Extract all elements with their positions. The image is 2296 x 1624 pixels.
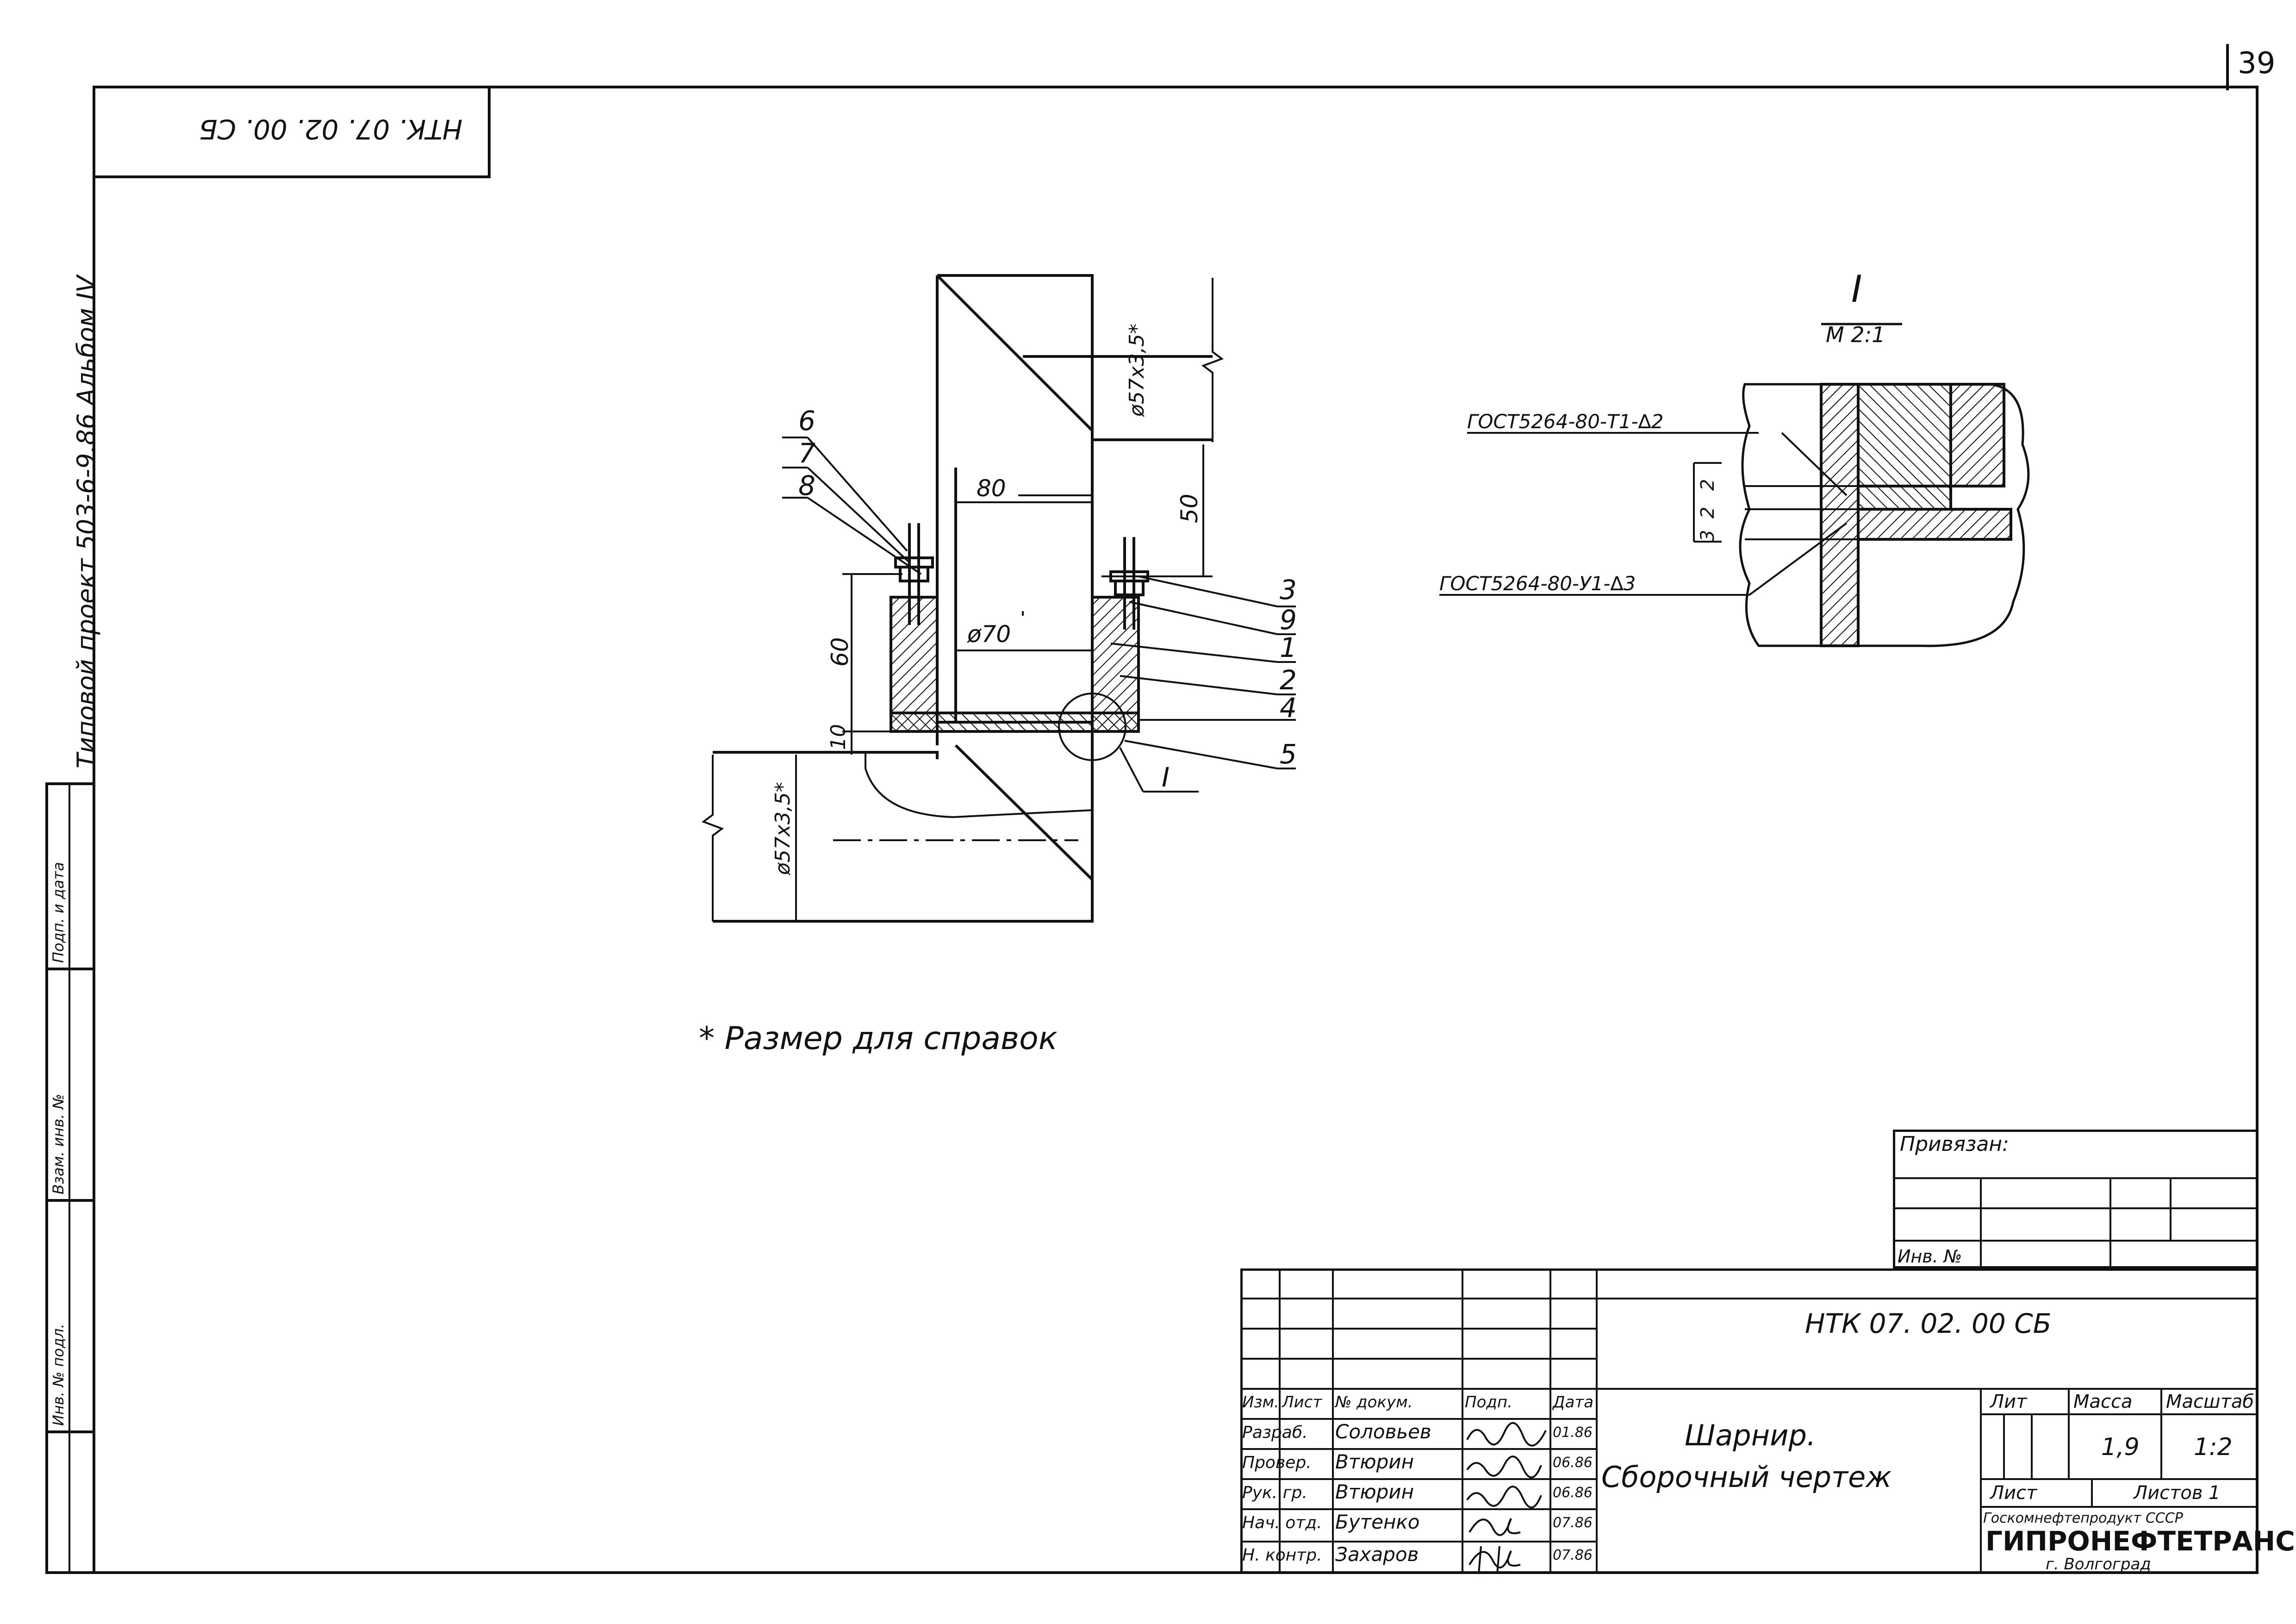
hdr-date: Дата: [1553, 1393, 1594, 1412]
hdr-list: Лист: [1282, 1393, 1322, 1412]
hdr-doc: № докум.: [1335, 1393, 1413, 1412]
sheet-label: Лист: [1990, 1482, 2037, 1504]
binding-strip-vline: [68, 782, 70, 1574]
detail-scale: М 2:1: [1826, 322, 1885, 347]
doc-number: НТК 07. 02. 00 СБ: [1805, 1308, 2052, 1339]
hdr-izm: Изм.: [1242, 1393, 1279, 1412]
row4-name: Бутенко: [1335, 1511, 1420, 1533]
doc-code-stamp-box: [93, 86, 491, 178]
org-line-3: г. Волгоград: [2046, 1555, 2151, 1574]
row1-name: Соловьев: [1335, 1420, 1431, 1443]
callout-6: 6: [798, 405, 815, 437]
title-block: [1240, 1268, 2259, 1574]
row5-role: Н. контр.: [1242, 1546, 1322, 1565]
row2-name: Втюрин: [1335, 1450, 1414, 1473]
row4-date: 07.86: [1553, 1515, 1593, 1531]
binding-box: [1893, 1130, 2259, 1268]
page-number: 39: [2238, 46, 2276, 81]
row2-role: Провер.: [1242, 1453, 1312, 1472]
mass-value: 1,9: [2101, 1433, 2140, 1461]
callout-9: 9: [1280, 604, 1297, 636]
weld-spec-2: ГОСТ5264-80-У1-∆3: [1439, 572, 1636, 595]
binding-strip-divider-3: [45, 1430, 95, 1433]
row3-role: Рук. гр.: [1242, 1483, 1307, 1502]
org-line-1: Госкомнефтепродукт СССР: [1983, 1510, 2183, 1526]
callout-2: 2: [1280, 664, 1297, 696]
detail-title: I: [1851, 268, 1862, 311]
row1-role: Разраб.: [1242, 1423, 1308, 1442]
row1-date: 01.86: [1553, 1424, 1593, 1441]
binding-title: Привязан:: [1900, 1132, 2009, 1156]
callout-1: 1: [1280, 632, 1297, 663]
callout-8: 8: [798, 470, 815, 501]
row3-date: 06.86: [1553, 1485, 1593, 1501]
binding-strip-divider-2: [45, 1199, 95, 1202]
dim-70: ø70: [967, 621, 1011, 648]
inv-label: Инв. №: [1898, 1246, 1962, 1267]
row5-date: 07.86: [1553, 1547, 1593, 1563]
callout-7: 7: [798, 437, 815, 469]
weld-spec-1: ГОСТ5264-80-Т1-∆2: [1467, 410, 1664, 433]
page-number-box: [2226, 44, 2296, 90]
binding-strip-divider-1: [45, 968, 95, 970]
product-subtitle: Сборочный чертеж: [1601, 1460, 1892, 1494]
binding-strip: [45, 782, 95, 1574]
scale-label: Масштаб: [2166, 1391, 2254, 1412]
product-name: Шарнир.: [1685, 1418, 1816, 1452]
sheets-label: Листов 1: [2134, 1482, 2221, 1504]
row3-name: Втюрин: [1335, 1480, 1414, 1503]
hdr-sign: Подп.: [1465, 1393, 1512, 1412]
row4-role: Нач. отд.: [1242, 1513, 1322, 1532]
row5-name: Захаров: [1335, 1543, 1419, 1566]
dim-80: 80: [977, 475, 1006, 502]
mass-label: Масса: [2073, 1391, 2133, 1412]
scale-value: 1:2: [2194, 1433, 2233, 1461]
callout-3: 3: [1280, 574, 1297, 606]
section-mark: I: [1162, 762, 1170, 793]
lit-label: Лит: [1990, 1391, 2027, 1412]
callout-4: 4: [1280, 692, 1297, 724]
callout-5: 5: [1280, 738, 1297, 770]
org-line-2: ГИПРОНЕФТЕТРАНС: [1985, 1525, 2295, 1557]
reference-note: * Размер для справок: [699, 1020, 1058, 1057]
row2-date: 06.86: [1553, 1455, 1593, 1471]
